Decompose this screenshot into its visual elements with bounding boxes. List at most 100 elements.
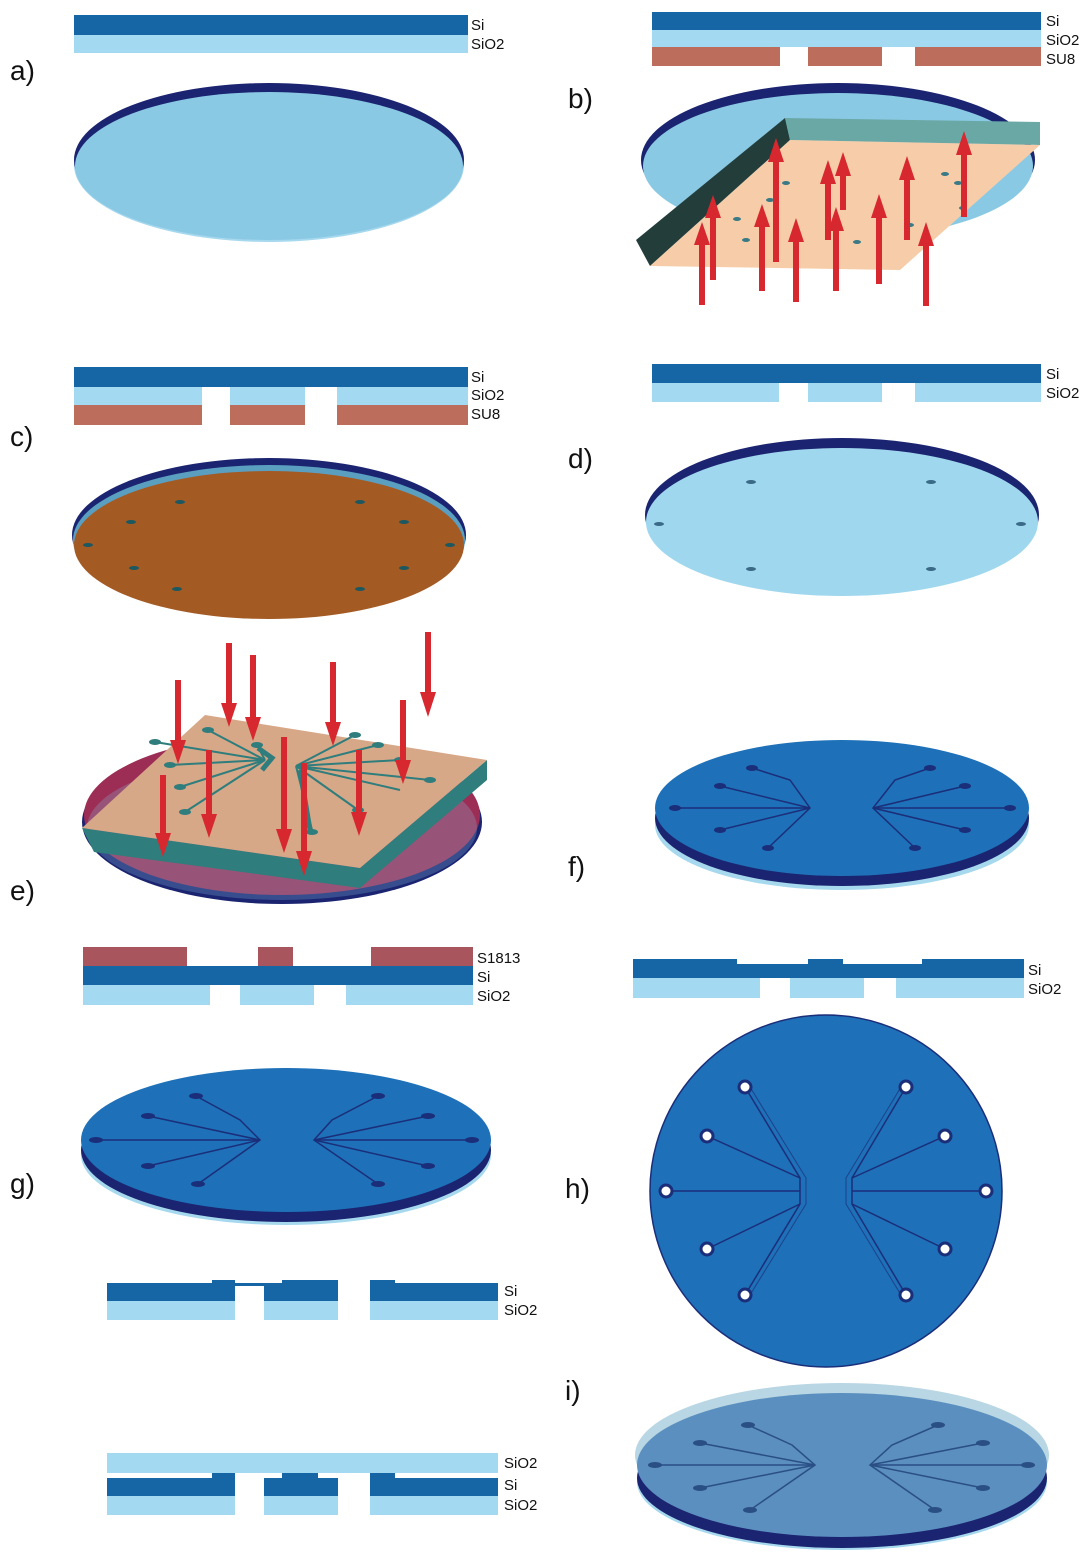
wafer-top bbox=[646, 448, 1038, 596]
layer-si bbox=[318, 1280, 338, 1285]
su8-disc bbox=[74, 471, 464, 619]
arrow-down bbox=[201, 750, 217, 838]
layer-sio2 bbox=[230, 387, 305, 405]
layer-si bbox=[74, 15, 468, 35]
arrow-down bbox=[420, 632, 436, 717]
layer-si bbox=[212, 1280, 235, 1285]
layer-sio2 bbox=[337, 387, 468, 405]
panel-h: Si SiO2 h) bbox=[565, 959, 1061, 1368]
panel-tag: a) bbox=[10, 55, 35, 86]
panel-e: e) bbox=[10, 632, 487, 906]
layer-si-thin bbox=[282, 1280, 318, 1285]
disc-holes bbox=[669, 765, 1016, 851]
etched-disc bbox=[81, 1068, 491, 1212]
layer-sio2 bbox=[790, 978, 864, 998]
arrow-down bbox=[351, 750, 367, 836]
layer-label: SiO2 bbox=[1028, 981, 1061, 998]
panel-g2: Si SiO2 bbox=[107, 1280, 537, 1320]
uv-arrows bbox=[694, 131, 972, 306]
layer-label: SiO2 bbox=[477, 988, 510, 1005]
mask-side bbox=[360, 760, 487, 888]
arrow-down bbox=[325, 662, 341, 746]
layer-si bbox=[282, 1473, 318, 1478]
layer-label: SiO2 bbox=[504, 1455, 537, 1472]
layer-si bbox=[212, 1473, 235, 1478]
layer-label: Si bbox=[1046, 13, 1059, 30]
arrow-down bbox=[395, 700, 411, 784]
mask-side bbox=[82, 828, 360, 888]
panel-tag: i) bbox=[565, 1375, 581, 1406]
layer-si-thin bbox=[737, 964, 808, 978]
layer-si bbox=[633, 959, 737, 978]
layer-sio2 bbox=[808, 383, 882, 402]
arrow-up bbox=[754, 204, 770, 291]
layer-si bbox=[370, 1478, 498, 1496]
disc-channels bbox=[96, 1095, 472, 1185]
layer-sio2-top bbox=[107, 1453, 498, 1473]
layer-label: SiO2 bbox=[504, 1497, 537, 1514]
layer-su8 bbox=[808, 47, 882, 66]
etched-disc bbox=[655, 740, 1029, 876]
mask-channels bbox=[154, 729, 431, 831]
panel-tag: h) bbox=[565, 1173, 590, 1204]
layer-sio2 bbox=[346, 985, 473, 1005]
arrow-down bbox=[296, 763, 312, 876]
panel-c: Si SiO2 SU8 c) bbox=[10, 367, 504, 619]
disc-channels bbox=[675, 767, 1010, 849]
layer-sio2 bbox=[633, 978, 760, 998]
disc-holes bbox=[648, 1422, 1035, 1513]
arrow-down bbox=[276, 737, 292, 853]
layer-s1813 bbox=[371, 947, 473, 966]
wafer-holes bbox=[654, 480, 1026, 571]
panel-i: i) SiO2 Si SiO2 bbox=[107, 1375, 1049, 1550]
layer-label: SiO2 bbox=[1046, 385, 1079, 402]
panel-tag: g) bbox=[10, 1168, 35, 1199]
disc-channels bbox=[655, 1424, 1028, 1511]
arrow-down bbox=[170, 680, 186, 764]
layer-sio2 bbox=[896, 978, 1024, 998]
arrow-up bbox=[788, 218, 804, 302]
arrow-up bbox=[918, 222, 934, 306]
etched-disc-top-view bbox=[649, 1014, 1003, 1368]
arrow-up bbox=[768, 138, 784, 262]
layer-si bbox=[83, 966, 473, 985]
layer-si bbox=[370, 1280, 395, 1285]
bonded-disc bbox=[637, 1393, 1047, 1537]
layer-su8 bbox=[230, 405, 305, 425]
arrow-down bbox=[245, 655, 261, 741]
layer-sio2 bbox=[370, 1496, 498, 1515]
panel-a: Si SiO2 a) bbox=[10, 15, 504, 242]
layer-si-thin bbox=[843, 964, 922, 978]
arrow-up bbox=[871, 194, 887, 284]
arrow-up bbox=[705, 195, 721, 280]
layer-si bbox=[264, 1283, 338, 1301]
layer-su8 bbox=[337, 405, 468, 425]
disc-holes bbox=[89, 1093, 479, 1187]
layer-si bbox=[74, 367, 468, 387]
mask-channel-thick bbox=[256, 745, 276, 772]
arrow-down bbox=[155, 775, 171, 857]
layer-sio2 bbox=[107, 1496, 235, 1515]
arrow-up bbox=[835, 152, 851, 210]
layer-label: SU8 bbox=[1046, 51, 1075, 68]
layer-label: SiO2 bbox=[1046, 32, 1079, 49]
panel-tag: d) bbox=[568, 443, 593, 474]
layer-sio2 bbox=[240, 985, 314, 1005]
panel-g: S1813 Si SiO2 g) bbox=[10, 947, 520, 1225]
layer-sio2 bbox=[652, 30, 1041, 47]
layer-sio2 bbox=[652, 383, 779, 402]
layer-s1813 bbox=[258, 947, 293, 966]
layer-label: SU8 bbox=[471, 406, 500, 423]
layer-sio2 bbox=[74, 387, 202, 405]
panel-b: Si SiO2 SU8 b) bbox=[568, 12, 1079, 306]
arrow-up bbox=[899, 156, 915, 240]
disc-holes bbox=[83, 500, 455, 591]
disc-channels bbox=[749, 1086, 902, 1296]
disc-channels bbox=[666, 1086, 986, 1296]
layer-sio2 bbox=[264, 1301, 338, 1320]
layer-si bbox=[264, 1478, 338, 1496]
arrow-up bbox=[828, 207, 844, 291]
layer-sio2 bbox=[370, 1301, 498, 1320]
arrow-up bbox=[956, 131, 972, 217]
arrow-up bbox=[820, 160, 836, 240]
